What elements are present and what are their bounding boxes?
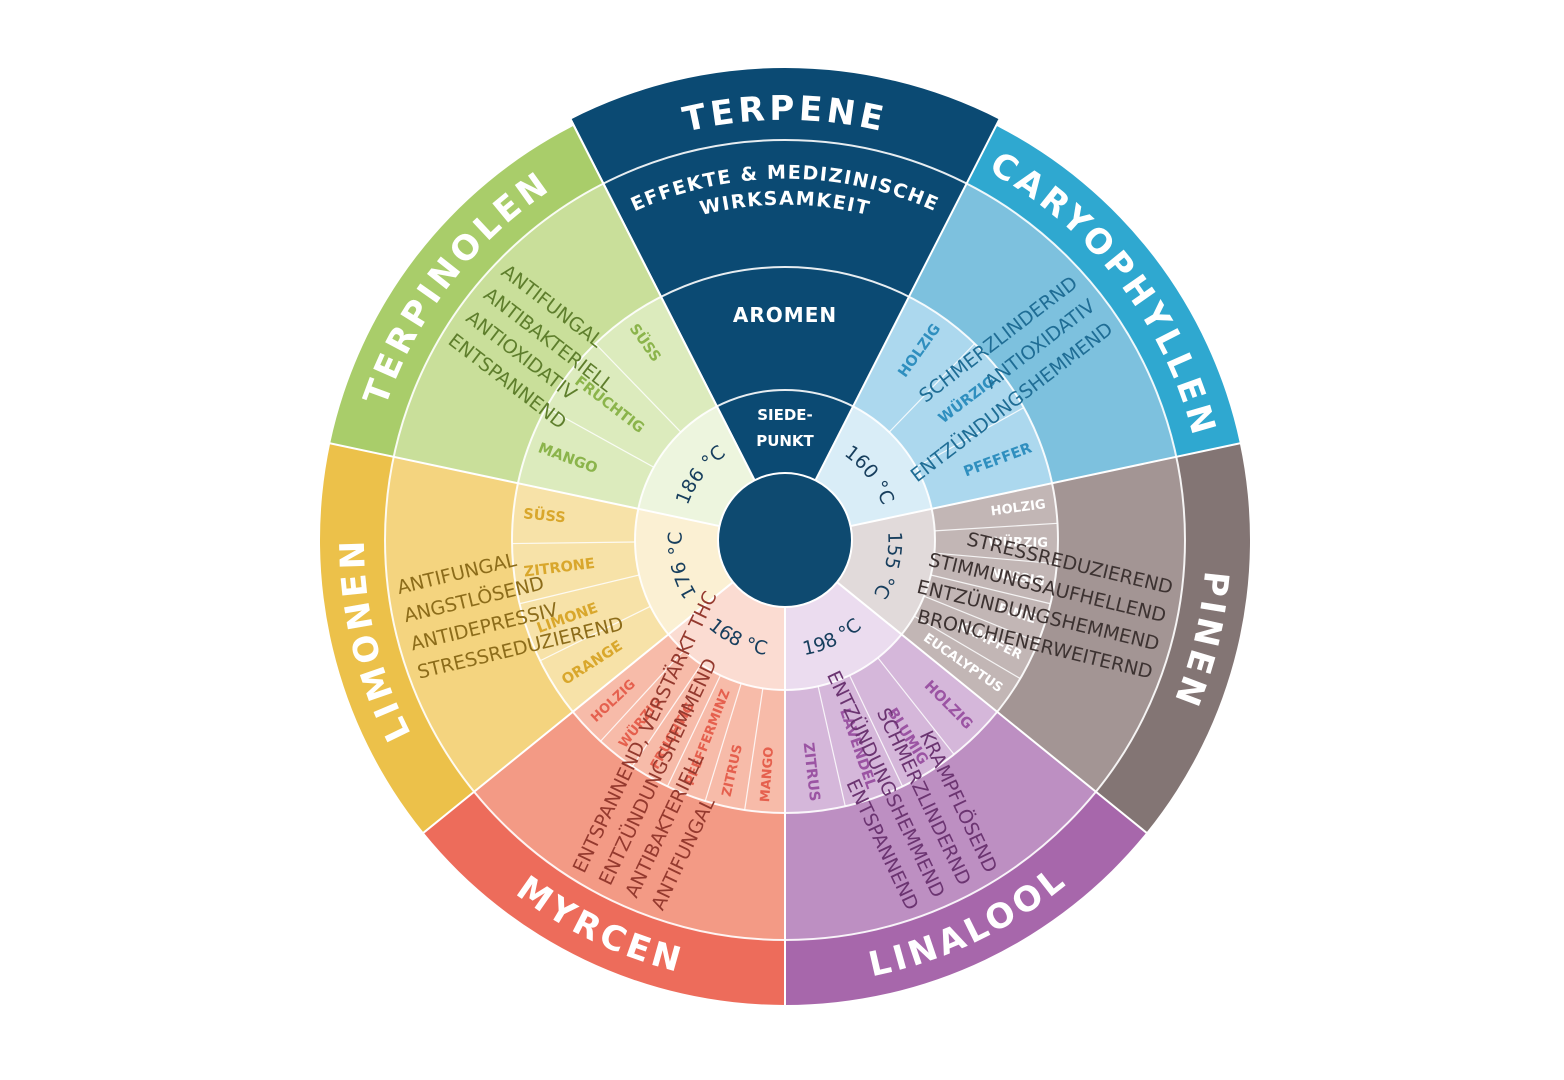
outer-ring-terpinolen <box>330 125 604 457</box>
outer-ring-linalool <box>785 791 1147 1005</box>
aroma-pinen: WÜRZIG <box>988 534 1048 551</box>
boiling-label: SIEDE- <box>757 406 813 424</box>
effects-ring-myrcen <box>474 711 785 940</box>
aromas-ring-myrcen <box>572 634 785 814</box>
aroma-limonen: SÜSS <box>522 504 566 526</box>
effects-ring-linalool <box>785 711 1096 940</box>
boiling-ring-caryophyllen <box>815 406 932 527</box>
sector-myrcen <box>423 582 785 1005</box>
aromas-label: AROMEN <box>733 303 837 327</box>
effects-ring-caryophyllen <box>908 183 1177 484</box>
boiling-ring-limonen <box>634 508 733 635</box>
aromas-ring-pinen <box>901 483 1058 712</box>
effects-ring-terpinolen <box>393 183 662 484</box>
aromas-ring-limonen <box>512 483 669 712</box>
aromas-ring-linalool <box>785 634 998 813</box>
sector-linalool <box>785 582 1147 1005</box>
ring-separators <box>323 118 1247 1012</box>
outer-ring-myrcen <box>423 791 785 1005</box>
effects-ring-pinen <box>997 456 1185 792</box>
boiling-ring-myrcen <box>668 582 785 690</box>
boiling-ring-terpinolen <box>638 406 755 527</box>
aromas-ring-caryophyllen <box>853 296 1053 509</box>
effects-ring-limonen <box>385 456 573 792</box>
aroma-pinen: HOLZIG <box>990 497 1047 519</box>
sector-terpinolen <box>330 125 755 527</box>
outer-ring-caryophyllen <box>966 125 1240 457</box>
boiling-ring-linalool <box>785 582 902 690</box>
sector-caryophyllen <box>815 125 1240 527</box>
header-sector-bg <box>570 68 1000 481</box>
aroma-linalool: ZITRUS <box>800 742 822 803</box>
boiling-ring-pinen <box>837 508 935 635</box>
boiling-label-line2: PUNKT <box>756 432 814 450</box>
center-hole <box>717 472 853 608</box>
aromas-ring-terpinolen <box>517 296 717 509</box>
aroma-myrcen: MANGO <box>758 746 777 803</box>
header-sector <box>570 68 1000 481</box>
